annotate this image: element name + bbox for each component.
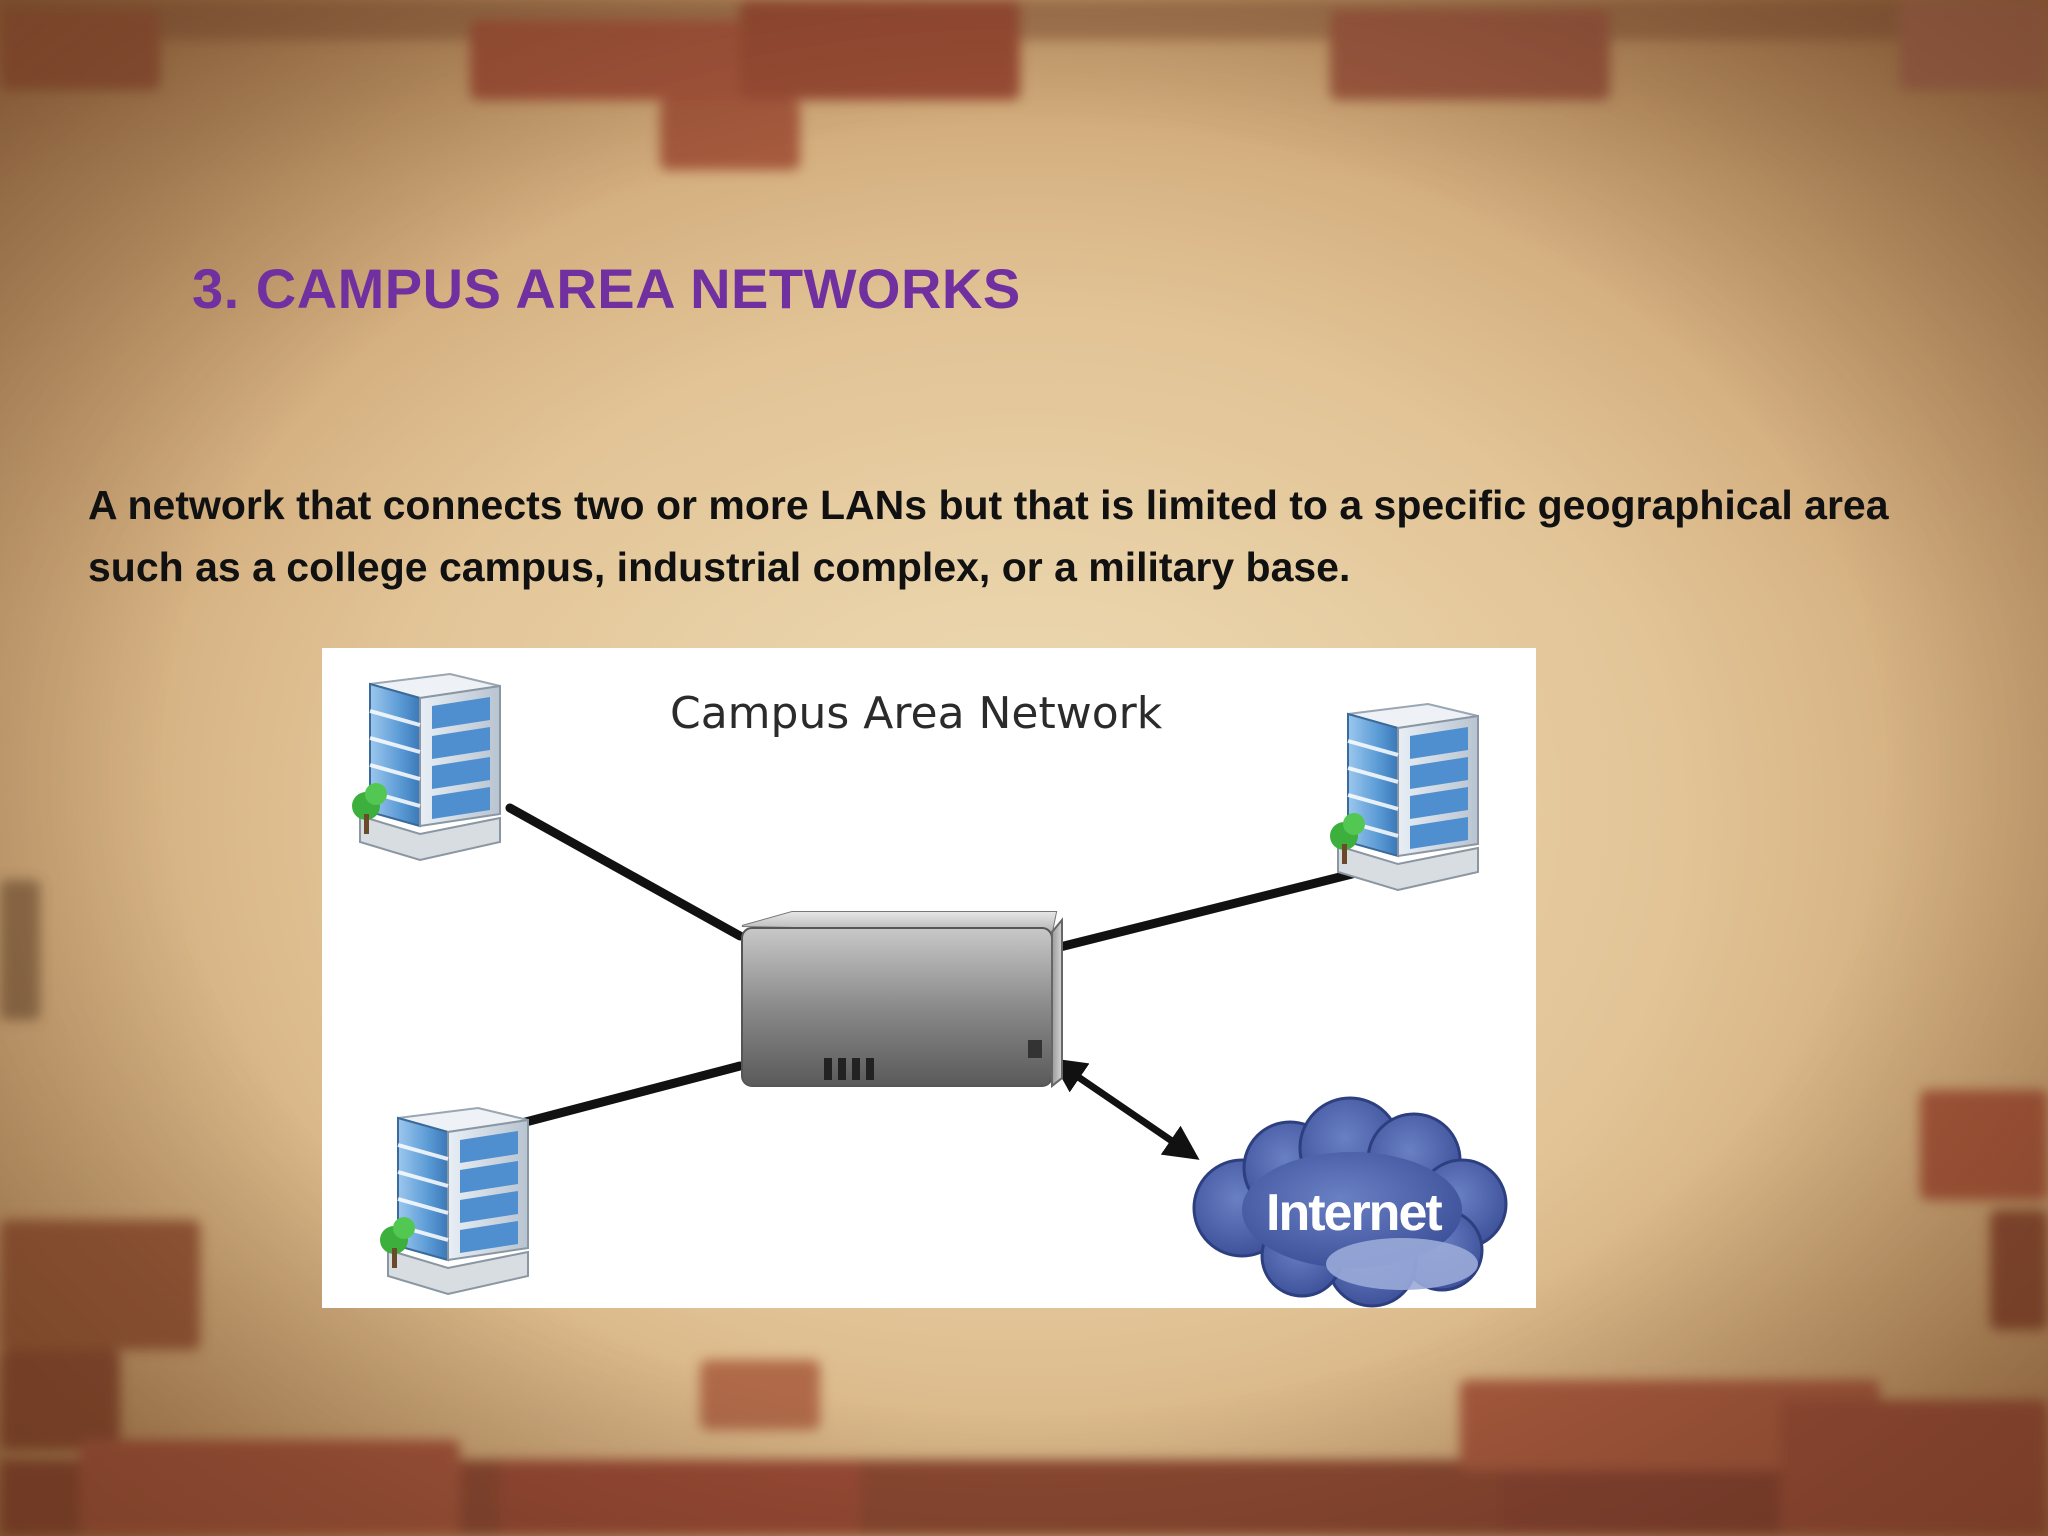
network-switch-icon (741, 911, 1063, 1089)
internet-label: Internet (1266, 1184, 1442, 1242)
slide-body-text: A network that connects two or more LANs… (88, 482, 1889, 590)
link-top-right (1051, 869, 1357, 953)
diagram-title: Campus Area Network (670, 688, 1163, 739)
network-links (505, 803, 1357, 1129)
office-building-icon (350, 672, 502, 862)
office-building-icon (1328, 702, 1480, 892)
cloud-icon: Internet (1192, 1096, 1508, 1308)
slide-title: 3. CAMPUS AREA NETWORKS (192, 257, 1021, 320)
link-internet (1050, 1058, 1200, 1160)
link-bottom-left (513, 1061, 745, 1129)
link-top-left (505, 803, 745, 941)
office-building-icon (378, 1106, 530, 1296)
campus-network-diagram: Campus Area Network (322, 648, 1536, 1308)
